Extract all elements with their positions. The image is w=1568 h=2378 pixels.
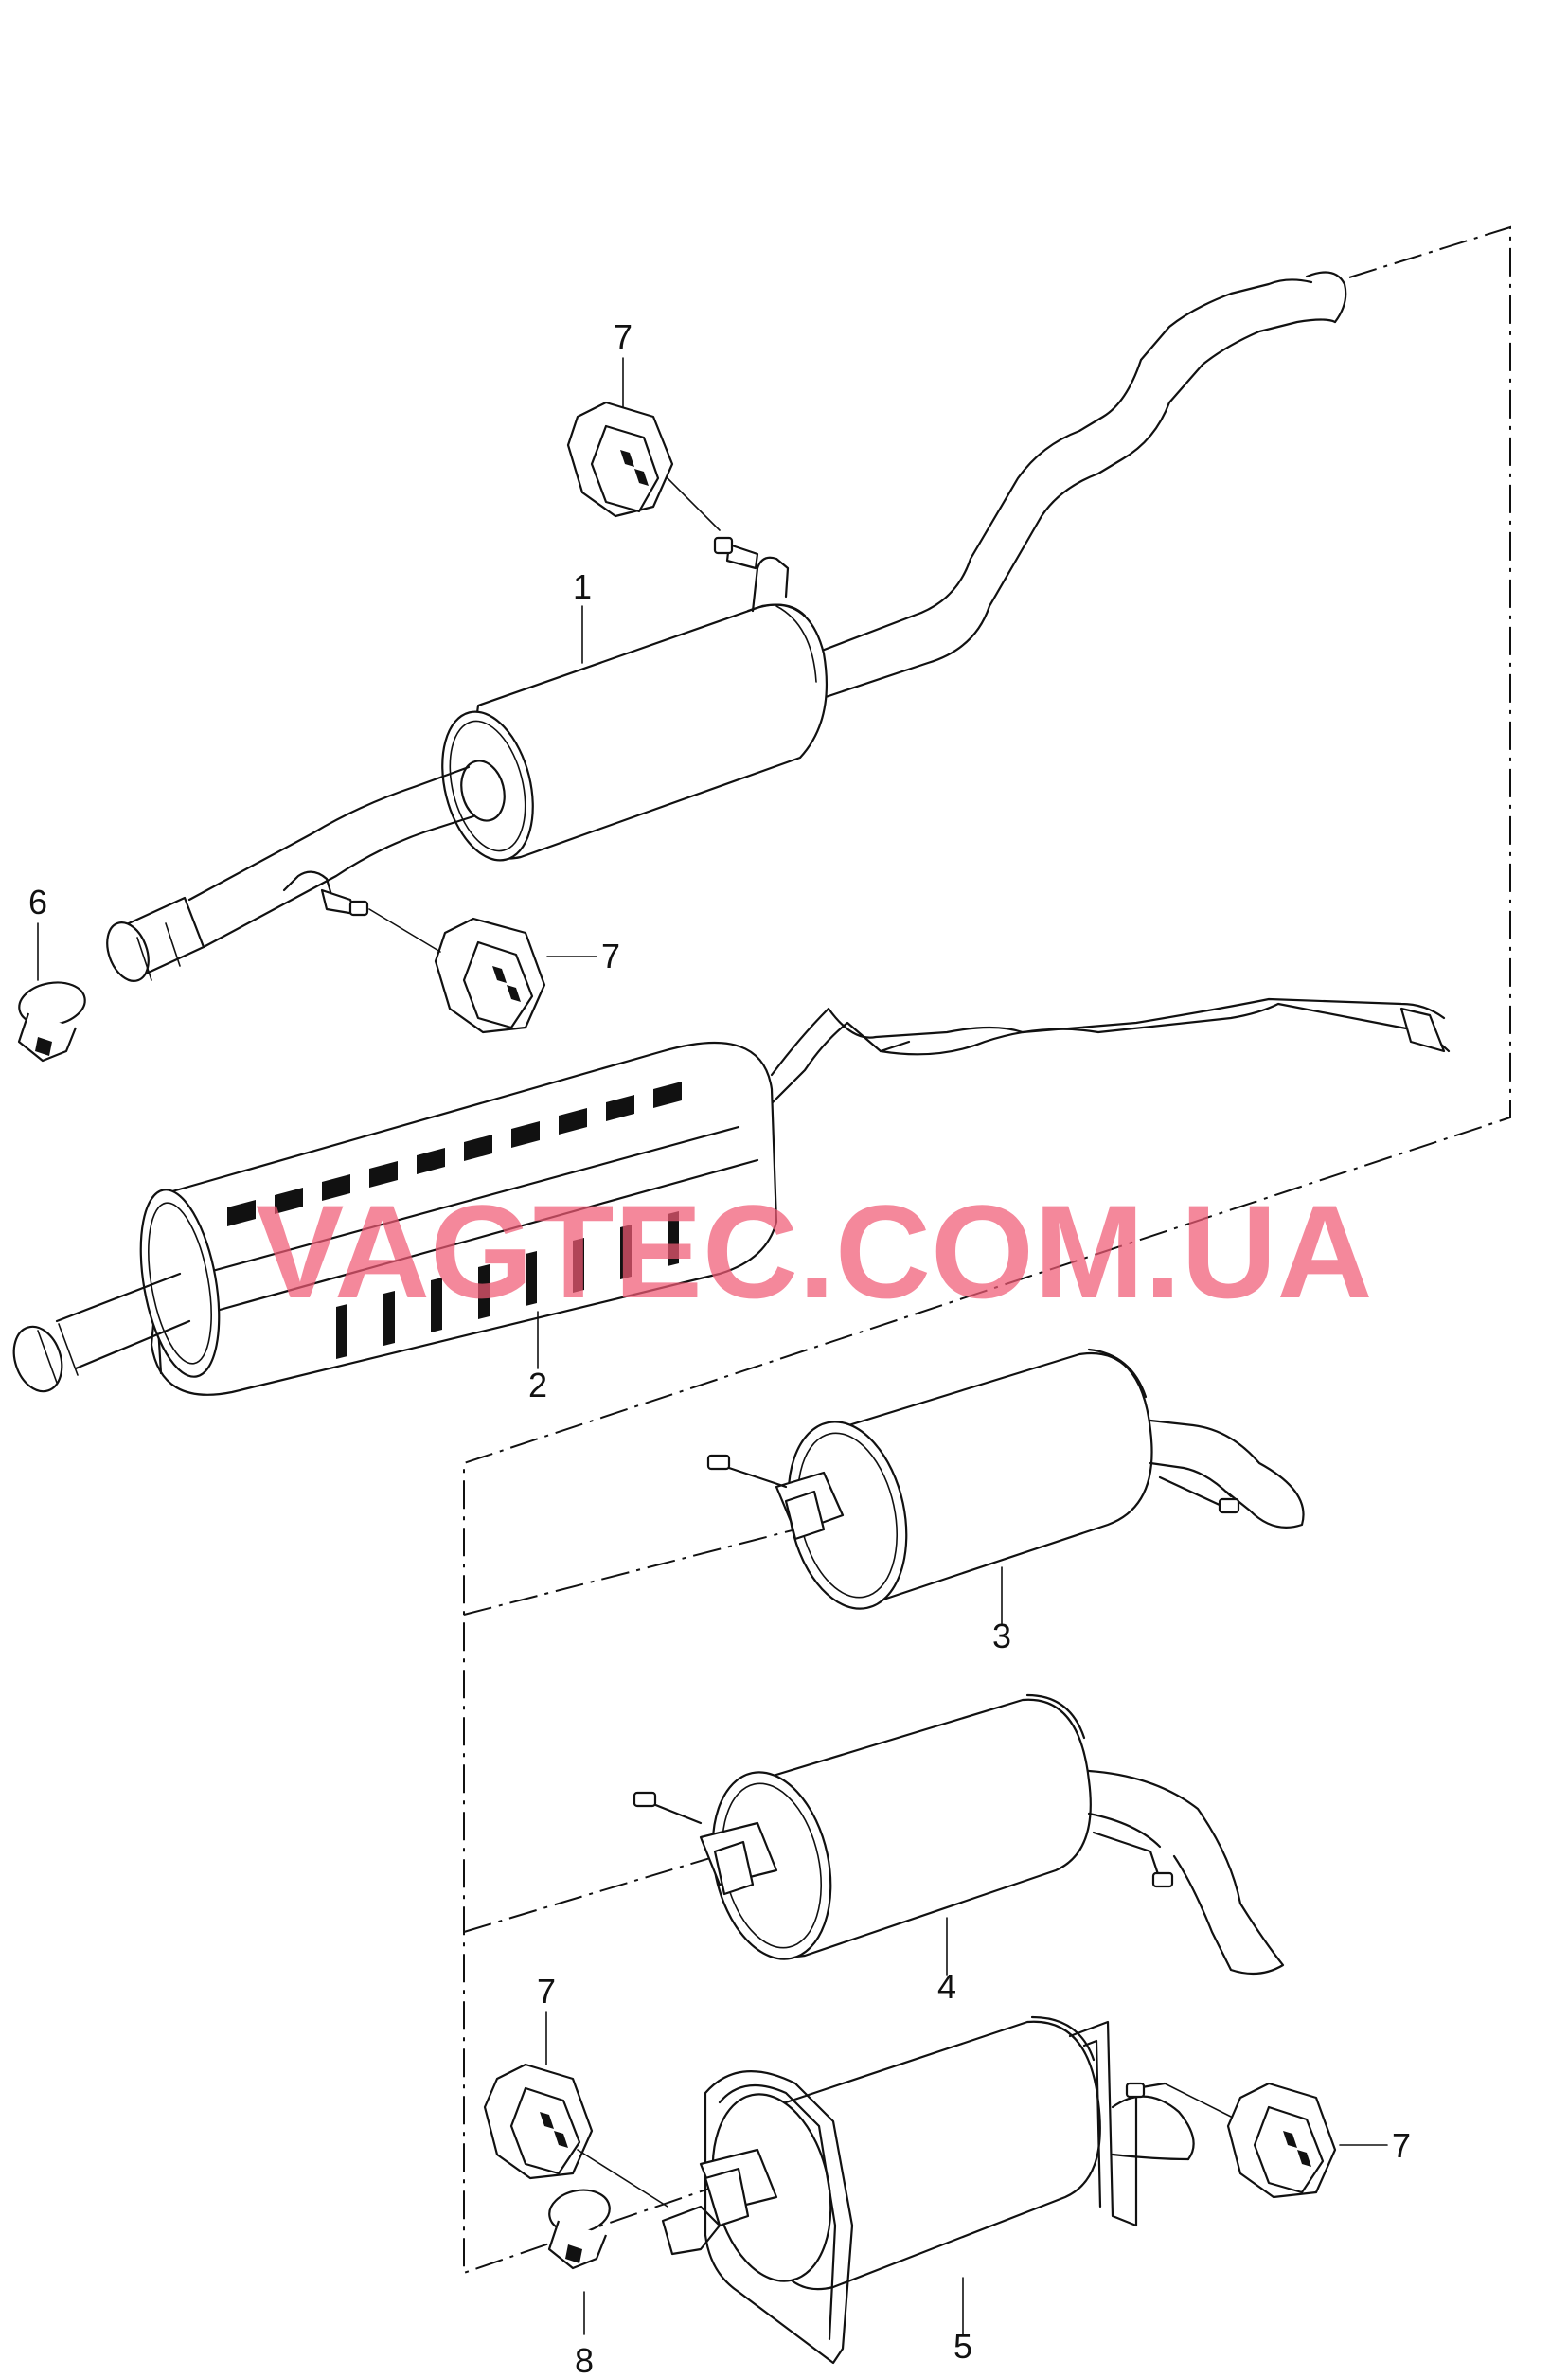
rear-silencer-3 <box>706 1348 1305 1610</box>
callout-3: 3 <box>992 1617 1011 1655</box>
rear-silencer-4 <box>633 1693 1285 1976</box>
hanger-rubber-mid <box>434 917 546 1034</box>
hanger-rubber-lower-right <box>1226 2082 1337 2199</box>
hanger-rubber-top <box>566 401 674 518</box>
front-silencer-ribbed <box>12 997 1451 1396</box>
callout-7-mid: 7 <box>601 937 620 975</box>
callout-2: 2 <box>528 1366 547 1404</box>
leader-lines <box>37 357 1388 2335</box>
callout-7-lower-right: 7 <box>1392 2126 1411 2165</box>
rear-silencer-5 <box>661 2015 1195 2365</box>
callout-7-top: 7 <box>614 317 633 356</box>
callout-numbers: 1 2 3 4 5 6 7 7 7 7 8 <box>28 317 1411 2378</box>
callout-6: 6 <box>28 883 47 921</box>
watermark-text: VAGTEC.COM.UA <box>256 1177 1373 1326</box>
callout-4: 4 <box>937 1967 956 2006</box>
silencer-ribs <box>227 1082 682 1359</box>
clamp-8 <box>547 2189 611 2270</box>
callout-5: 5 <box>953 2327 972 2366</box>
clamp-6 <box>17 981 86 1063</box>
callout-1: 1 <box>573 567 592 606</box>
callout-8: 8 <box>575 2341 594 2378</box>
hanger-rubber-lower-left <box>483 2063 594 2180</box>
front-pipe-middle-silencer <box>106 271 1347 982</box>
callout-7-lower-left: 7 <box>537 1972 556 2011</box>
